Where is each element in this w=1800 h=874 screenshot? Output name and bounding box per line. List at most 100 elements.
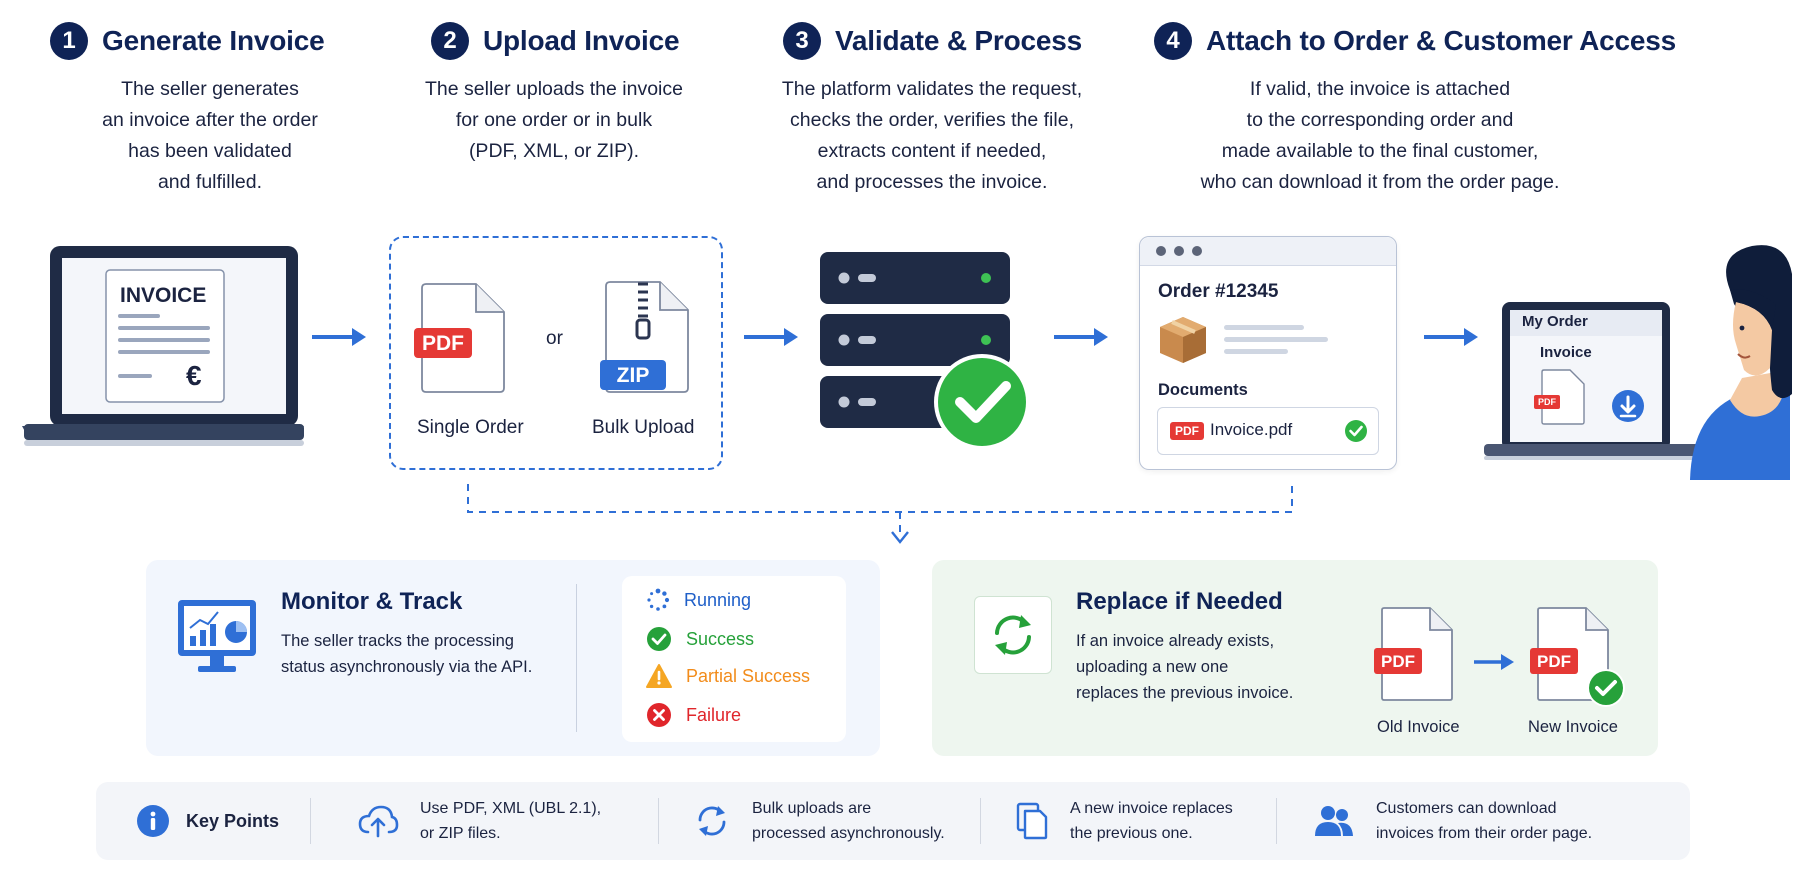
step-1-header: 1 Generate Invoice [50, 22, 325, 60]
key-point-item: Customers can download invoices from the… [1314, 796, 1592, 846]
refresh-icon-box [974, 596, 1052, 674]
key-point-item: A new invoice replaces the previous one. [1016, 796, 1233, 846]
customer-laptop-illustration: My Order Invoice PDF [1480, 244, 1792, 480]
laptop-icon [22, 246, 305, 446]
step-1-description: The seller generates an invoice after th… [102, 78, 318, 193]
key-points-divider [1276, 798, 1277, 844]
arrow-right-icon [1054, 328, 1108, 346]
invoice-doc-title: INVOICE [120, 284, 207, 307]
monitor-title: Monitor & Track [281, 588, 463, 615]
status-label: Failure [686, 704, 742, 725]
step-4-description: If valid, the invoice is attached to the… [1200, 78, 1560, 193]
step-2-header: 2 Upload Invoice [431, 22, 680, 60]
status-label: Running [684, 589, 752, 610]
arrow-right-icon [1474, 654, 1514, 670]
replace-title: Replace if Needed [1076, 588, 1283, 615]
step-3-description: The platform validates the request, chec… [781, 78, 1083, 193]
zip-badge-label: ZIP [616, 364, 650, 387]
dashed-connector [467, 484, 1293, 544]
status-list-card: Running Success Partial Success Failur [622, 576, 846, 742]
key-points-divider [980, 798, 981, 844]
status-success: Success [646, 626, 754, 652]
order-number: Order #12345 [1158, 281, 1279, 302]
step-title: Upload Invoice [483, 25, 680, 56]
status-partial-success: Partial Success [646, 664, 810, 688]
customer-laptop-icon [1484, 245, 1792, 480]
documents-label: Documents [1158, 381, 1248, 399]
step-title: Attach to Order & Customer Access [1206, 25, 1677, 56]
key-point-item: Bulk uploads are processed asynchronousl… [694, 796, 945, 846]
panel-divider [576, 584, 577, 732]
old-invoice-label: Old Invoice [1377, 718, 1460, 736]
replace-panel: Replace if Needed If an invoice already … [932, 560, 1658, 756]
step-4-header: 4 Attach to Order & Customer Access [1154, 22, 1676, 60]
package-icon [1160, 317, 1206, 363]
key-points-bar: Key Points Use PDF, XML (UBL 2.1), or ZI… [96, 782, 1690, 860]
status-running: Running [646, 588, 751, 612]
new-invoice-file-icon: PDF [1530, 606, 1632, 717]
info-icon [137, 805, 169, 837]
users-icon [1315, 806, 1353, 836]
step-number: 1 [50, 22, 88, 60]
cloud-upload-icon [358, 805, 399, 838]
step-title: Generate Invoice [102, 25, 325, 56]
arrow-right-icon [744, 328, 798, 346]
step-3-header: 3 Validate & Process [783, 22, 1082, 60]
invoice-document-row[interactable]: PDF Invoice.pdf [1157, 407, 1379, 455]
arrow-right-icon [312, 328, 366, 346]
new-invoice-label: New Invoice [1528, 718, 1618, 736]
key-points-divider [310, 798, 311, 844]
download-button[interactable] [1612, 390, 1644, 422]
invoice-file-name: Invoice.pdf [1210, 420, 1293, 439]
step-number: 3 [783, 22, 821, 60]
status-label: Partial Success [686, 665, 811, 686]
warning-icon [646, 664, 672, 688]
key-points-heading: Key Points [136, 804, 279, 838]
check-circle-icon [1345, 420, 1367, 442]
or-label: or [546, 328, 563, 349]
laptop-invoice-illustration: INVOICE € [22, 244, 305, 454]
check-circle-icon [647, 627, 671, 651]
replace-description: If an invoice already exists, uploading … [1076, 632, 1294, 702]
pdf-badge: PDF [1170, 422, 1204, 440]
order-window: Order #12345 Documents PDF Invoice.pdf [1139, 236, 1397, 470]
order-line-placeholder [1224, 349, 1288, 354]
key-points-title: Key Points [186, 810, 280, 831]
single-order-caption: Single Order [417, 417, 524, 438]
x-circle-icon [647, 703, 671, 727]
step-title: Validate & Process [835, 25, 1082, 56]
refresh-icon [995, 615, 1031, 655]
customer-invoice-label: Invoice [1540, 344, 1592, 361]
monitor-description: The seller tracks the processing status … [281, 632, 533, 676]
upload-options-box [389, 236, 723, 470]
window-titlebar [1140, 237, 1396, 266]
server-illustration [818, 250, 1032, 459]
status-failure: Failure [646, 702, 741, 728]
monitor-track-panel: Monitor & Track The seller tracks the pr… [146, 560, 880, 756]
window-dot [1156, 246, 1166, 256]
spinner-icon [647, 588, 670, 611]
status-label: Success [686, 628, 755, 649]
window-dot [1192, 246, 1202, 256]
bulk-upload-caption: Bulk Upload [592, 417, 695, 438]
pdf-badge-label: PDF [422, 332, 464, 355]
server-icon [820, 252, 1030, 450]
step-2-description: The seller uploads the invoice for one o… [425, 78, 683, 162]
step-number: 4 [1154, 22, 1192, 60]
pdf-badge-label: PDF [1381, 652, 1415, 671]
order-line-placeholder [1224, 337, 1328, 342]
arrow-right-icon [1424, 328, 1478, 346]
pdf-file-icon: PDF [414, 282, 510, 399]
old-invoice-file-icon: PDF [1374, 606, 1456, 707]
my-order-title: My Order [1522, 313, 1588, 330]
analytics-monitor-icon [178, 600, 256, 672]
key-point-text: A new invoice replaces the previous one. [1070, 800, 1233, 842]
pdf-badge-label: PDF [1537, 652, 1571, 671]
sync-icon [698, 806, 726, 836]
key-point-text: Use PDF, XML (UBL 2.1), or ZIP files. [420, 800, 602, 842]
order-line-placeholder [1224, 325, 1304, 330]
euro-symbol: € [186, 360, 202, 391]
step-number: 2 [431, 22, 469, 60]
window-dot [1174, 246, 1184, 256]
customer-pdf-badge: PDF [1538, 397, 1556, 407]
